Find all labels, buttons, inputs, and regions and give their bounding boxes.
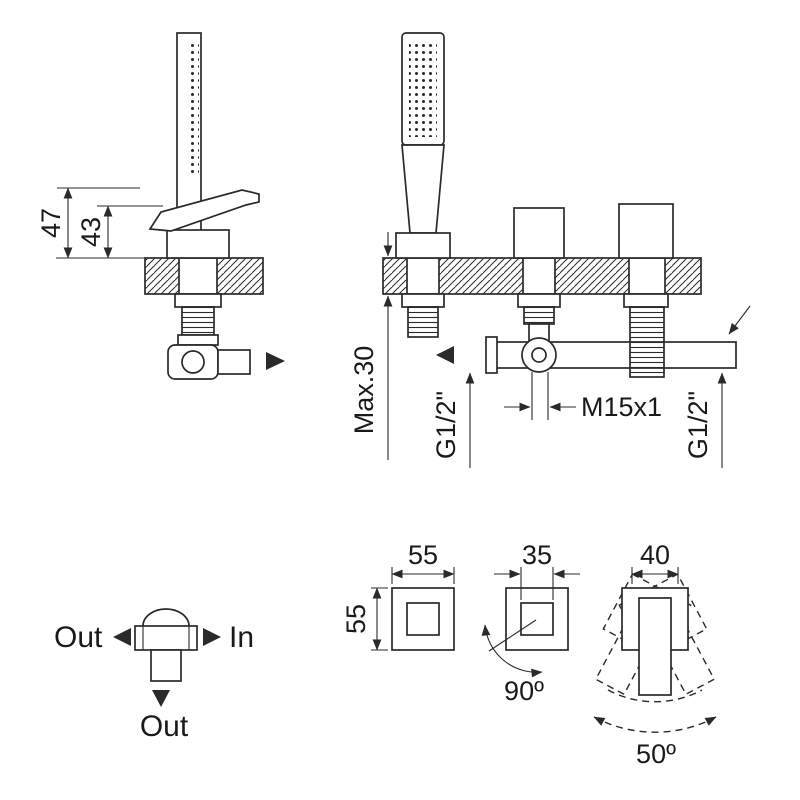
handshower-grip: [401, 144, 445, 234]
threaded-shank: [629, 306, 665, 378]
mixer-body: [166, 229, 230, 259]
flow-out-down-arrow-icon: [152, 690, 170, 707]
handle-top: [520, 602, 554, 636]
side-view: 47 43: [36, 32, 285, 380]
lever-handle: [148, 189, 260, 232]
mounting-nut: [401, 293, 445, 308]
flow-diagram: Out In Out: [54, 608, 254, 743]
flow-in-label: In: [229, 621, 254, 654]
front-view: Max.30 G1/2" M15x1 G1/2": [349, 32, 751, 468]
mounting-nut: [517, 293, 561, 308]
right-handle: [618, 203, 674, 259]
spray-face: [409, 43, 437, 137]
flow-out-bottom-label: Out: [140, 710, 189, 743]
spout-handle: [638, 597, 672, 696]
max-deck-thickness-label: Max.30: [349, 346, 379, 435]
right-handle-width-label: 40: [640, 540, 670, 570]
pipe-end-cap: [485, 336, 498, 374]
center-handle-width-label: 35: [522, 540, 552, 570]
mounting-nut: [174, 293, 222, 308]
plate-depth-label: 55: [341, 604, 371, 634]
swivel-50-label: 50º: [636, 739, 676, 769]
fitting-stem: [150, 649, 182, 682]
through-shank: [406, 257, 440, 295]
threaded-shank: [523, 306, 555, 325]
swivel-arc-90: [481, 624, 543, 678]
threaded-shank: [181, 306, 215, 336]
through-shank: [178, 257, 218, 295]
top-view-center-handle: 35 90º: [481, 540, 580, 706]
plate-width-label: 55: [408, 540, 438, 570]
top-view-right-handle: 40 50º: [593, 540, 717, 769]
inlet-left-thread-label: G1/2": [431, 391, 461, 459]
swivel-arc-50: [593, 716, 717, 733]
center-thread-label: M15x1: [581, 392, 662, 422]
outlet-arrow-icon: [266, 352, 285, 370]
center-handle: [513, 207, 565, 259]
handshower-holder: [395, 232, 451, 259]
lock-nut: [177, 334, 219, 346]
valve-union: [181, 350, 205, 374]
handshower-flow-arrow-icon: [436, 346, 454, 364]
dim-47-label: 47: [36, 208, 66, 238]
mounting-nut: [623, 293, 669, 308]
threaded-shank: [407, 306, 439, 338]
flow-in-arrow-icon: [203, 628, 221, 646]
valve-boss-center: [531, 347, 547, 363]
through-shank: [522, 257, 556, 295]
inlet-right-thread-label: G1/2": [683, 391, 713, 459]
swivel-envelope-arc: [607, 689, 703, 703]
top-view-plate: 55 55: [341, 540, 455, 651]
fitting-dome: [142, 608, 190, 627]
swivel-90-label: 90º: [504, 676, 544, 706]
flow-out-left-arrow-icon: [113, 628, 131, 646]
flow-out-left-label: Out: [54, 621, 103, 654]
pipe-end-arrow-icon: [728, 305, 751, 335]
handle-top: [406, 602, 440, 636]
through-shank: [628, 257, 666, 295]
dim-43-label: 43: [76, 217, 106, 247]
spray-face: [190, 44, 199, 174]
fitting-body: [134, 625, 198, 651]
outlet-port: [217, 349, 251, 375]
